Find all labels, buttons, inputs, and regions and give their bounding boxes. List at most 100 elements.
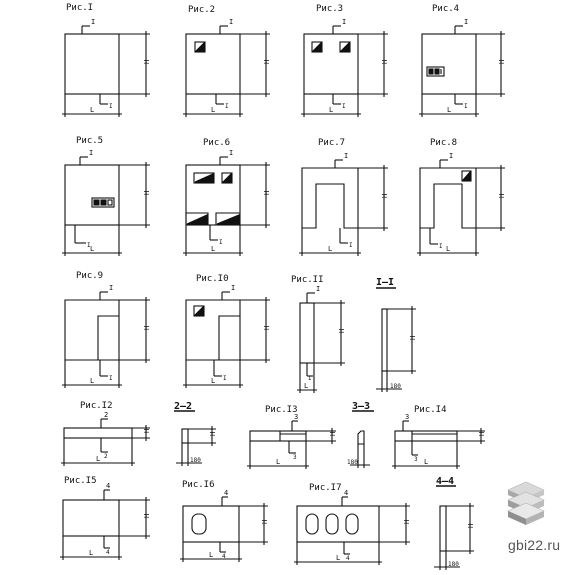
label-height-8: H bbox=[498, 194, 506, 198]
figure-5 bbox=[62, 156, 150, 256]
figure-9 bbox=[62, 291, 150, 388]
tag-top-4: I bbox=[464, 18, 468, 26]
label-length-11: L bbox=[304, 382, 308, 390]
caption-fig-6: Рис.6 bbox=[203, 138, 230, 148]
tag-sub-10: I bbox=[223, 375, 227, 382]
tag-sub-3: I bbox=[342, 103, 346, 110]
figure-13 bbox=[247, 420, 336, 469]
label-length-3: L bbox=[329, 106, 333, 114]
label-height-section-1: H bbox=[409, 336, 417, 340]
tag-top-7: I bbox=[344, 152, 348, 160]
section-1-1 bbox=[376, 287, 416, 392]
tag-sub-8: I bbox=[439, 243, 443, 250]
label-length-13: L bbox=[276, 458, 280, 466]
label-thickness-section-4: 180 bbox=[448, 561, 459, 568]
label-length-14: L bbox=[424, 458, 428, 466]
label-length-5: L bbox=[90, 245, 94, 253]
label-thickness-section-2: 180 bbox=[190, 457, 201, 464]
tag-top-8: I bbox=[449, 152, 453, 160]
label-height-4: H bbox=[498, 60, 506, 64]
label-length-8: L bbox=[446, 245, 450, 253]
caption-fig-14: Рис.I4 bbox=[414, 405, 447, 415]
figure-15 bbox=[60, 489, 150, 560]
caption-fig-15: Рис.I5 bbox=[64, 476, 97, 486]
label-length-10: L bbox=[211, 377, 215, 385]
caption-fig-5: Рис.5 bbox=[76, 136, 103, 146]
caption-section-4: 4–4 bbox=[436, 476, 454, 487]
caption-fig-1: Рис.I bbox=[66, 3, 93, 13]
tag-sub-1: I bbox=[109, 103, 113, 110]
tag-sub-15: 4 bbox=[106, 549, 110, 556]
label-height-14: H bbox=[478, 432, 486, 436]
tag-sub-5: I bbox=[87, 242, 91, 249]
figure-16 bbox=[180, 496, 268, 562]
caption-fig-12: Рис.I2 bbox=[80, 401, 113, 411]
caption-fig-3: Рис.3 bbox=[316, 4, 343, 14]
section-4-4 bbox=[434, 485, 474, 570]
tag-top-14: 3 bbox=[405, 413, 409, 421]
tag-sub-9: I bbox=[109, 375, 113, 382]
tag-top-16: 4 bbox=[224, 489, 228, 497]
label-height-1: H bbox=[143, 60, 151, 64]
figure-4 bbox=[419, 25, 505, 117]
tag-sub-12: 2 bbox=[104, 453, 108, 460]
label-height-15: H bbox=[143, 514, 151, 518]
label-height-section-2: H bbox=[209, 432, 217, 436]
label-length-6: L bbox=[211, 245, 215, 253]
figure-14 bbox=[392, 420, 485, 469]
label-height-9: H bbox=[143, 326, 151, 330]
tag-top-5: I bbox=[89, 149, 93, 157]
label-thickness-section-3: 180 bbox=[347, 459, 358, 466]
tag-sub-7: I bbox=[349, 242, 353, 249]
caption-fig-2: Рис.2 bbox=[188, 5, 215, 15]
tag-top-17: 4 bbox=[344, 489, 348, 497]
caption-fig-9: Рис.9 bbox=[76, 271, 103, 281]
tag-sub-17: 4 bbox=[346, 555, 350, 562]
tag-sub-14: 3 bbox=[414, 456, 418, 463]
figure-11 bbox=[297, 292, 345, 393]
label-length-17: L bbox=[336, 554, 340, 562]
watermark-text: gbi22.ru bbox=[508, 537, 561, 553]
figure-7 bbox=[299, 159, 388, 256]
tag-top-13: 3 bbox=[294, 413, 298, 421]
caption-fig-13: Рис.I3 bbox=[265, 405, 298, 415]
stacked-slabs-icon bbox=[507, 481, 545, 525]
caption-section-1: I–I bbox=[376, 277, 394, 288]
caption-fig-4: Рис.4 bbox=[432, 4, 459, 14]
caption-fig-10: Рис.I0 bbox=[196, 274, 229, 284]
figure-10 bbox=[183, 291, 270, 388]
caption-fig-17: Рис.I7 bbox=[309, 483, 342, 493]
tag-top-10: I bbox=[231, 284, 235, 292]
label-height-12: H bbox=[143, 429, 151, 433]
label-height-11: H bbox=[338, 329, 346, 333]
label-length-7: L bbox=[328, 245, 332, 253]
figure-2 bbox=[183, 25, 270, 117]
figure-8 bbox=[417, 159, 505, 256]
figure-1 bbox=[62, 25, 150, 117]
figure-12 bbox=[61, 418, 150, 466]
caption-section-3: 3–3 bbox=[352, 401, 370, 412]
label-height-section-4: H bbox=[467, 524, 475, 528]
tag-top-3: I bbox=[342, 18, 346, 26]
tag-sub-2: I bbox=[225, 103, 229, 110]
caption-fig-16: Рис.I6 bbox=[182, 480, 215, 490]
tag-sub-16: 4 bbox=[222, 553, 226, 560]
tag-top-9: I bbox=[109, 284, 113, 292]
label-length-12: L bbox=[96, 455, 100, 463]
tag-sub-4: I bbox=[464, 103, 468, 110]
label-thickness-section-1: 180 bbox=[390, 383, 401, 390]
caption-fig-8: Рис.8 bbox=[430, 138, 457, 148]
label-height-6: H bbox=[263, 191, 271, 195]
label-length-2: L bbox=[211, 106, 215, 114]
caption-fig-7: Рис.7 bbox=[318, 138, 345, 148]
label-height-16: H bbox=[261, 520, 269, 524]
section-2-2 bbox=[174, 410, 216, 466]
tag-sub-6: I bbox=[219, 239, 223, 246]
label-length-9: L bbox=[90, 377, 94, 385]
tag-top-6: I bbox=[229, 149, 233, 157]
label-length-15: L bbox=[89, 549, 93, 557]
tag-top-12: 2 bbox=[104, 411, 108, 419]
label-length-16: L bbox=[209, 551, 213, 559]
label-height-3: H bbox=[381, 60, 389, 64]
